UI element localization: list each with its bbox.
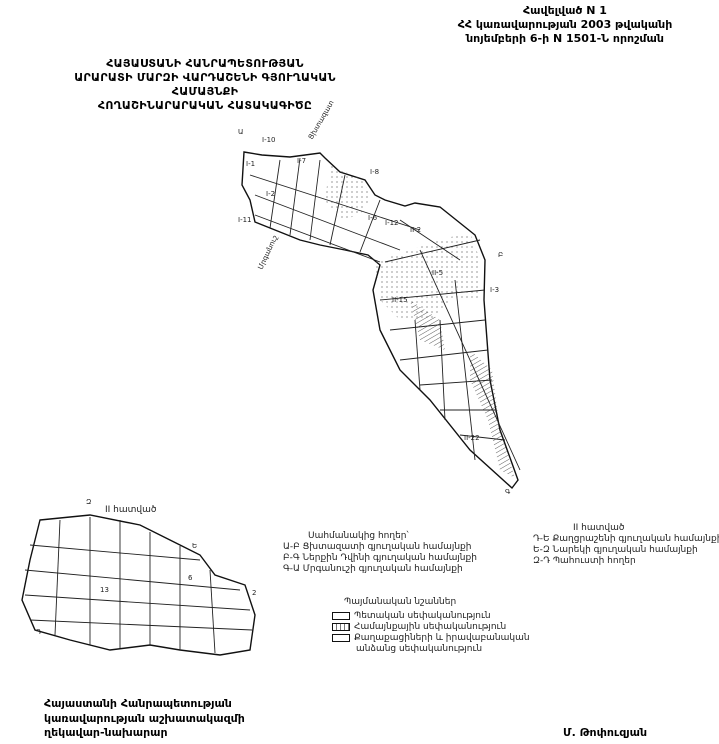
legend-symbol-text: անձանց սեփականություն — [356, 644, 483, 654]
map-label: 6 — [188, 574, 193, 582]
community-property-area — [375, 232, 480, 320]
appendix-header: Հավելված N 1 ՀՀ կառավարության 2003 թվակա… — [420, 4, 710, 46]
section-2-parcels — [24, 517, 253, 654]
map-label: II-15 — [392, 296, 408, 304]
document-title: ՀԱՅԱՍՏԱՆԻ ՀԱՆՐԱՊԵՏՈՒԹՅԱՆ ԱՐԱՐԱՏԻ ՄԱՐԶԻ Վ… — [40, 57, 370, 113]
hatched-area — [410, 300, 445, 350]
community-property-area — [325, 165, 372, 220]
footer-line: ղեկավար-նախարար — [44, 726, 168, 739]
footer-line: կառավարության աշխատակազմի — [44, 711, 245, 725]
map-label: Զ — [86, 498, 91, 506]
map-label: Գ — [505, 488, 511, 496]
section-2-legend: II հատված Դ-Ե Քաղցրաշենի գյուղական համայ… — [533, 523, 719, 567]
legend-item: Գ-Ա Մրգանուշի գյուղական համայնքի — [283, 564, 463, 574]
legend-title: Սահմանակից հողեր՝ — [308, 531, 409, 541]
header-line: նոյեմբերի 6-ի N 1501-Ն որոշման — [466, 32, 664, 45]
footer-line: Հայաստանի Հանրապետության — [44, 697, 232, 710]
legend-item: Զ-Դ Պահուստի հողեր — [533, 556, 636, 566]
legend-item: Ա-Բ Ցխտազատի գյուղական համայնքի — [283, 542, 472, 552]
hatched-area — [470, 350, 515, 478]
map-label: Մրգանուշ — [257, 234, 280, 271]
map-label: I-11 — [238, 216, 252, 224]
map-label: Ցխտազատ — [307, 99, 336, 141]
signatory-name: Մ. Թոփուզյան — [563, 726, 648, 739]
map-label: II-2 — [410, 226, 421, 234]
legend-symbol-community: Համայնքային սեփականություն — [332, 622, 530, 633]
header-line: ՀՀ կառավարության 2003 թվականի — [457, 18, 673, 31]
white-box-icon — [332, 633, 350, 642]
legend-item: Ե-Զ Նարեկի գյուղական համայնքի — [533, 545, 698, 555]
signatory-title: Հայաստանի Հանրապետության կառավարության ա… — [44, 697, 245, 741]
legend-item: Դ-Ե Քաղցրաշենի գյուղական համայնքի — [533, 534, 719, 544]
legend-symbol-state: Պետական սեփականություն — [332, 611, 530, 622]
map-label: I-10 — [262, 136, 276, 144]
map-label: II-5 — [432, 269, 443, 277]
map-label: I-8 — [370, 168, 379, 176]
title-line: ԱՐԱՐԱՏԻ ՄԱՐԶԻ ՎԱՐԴԱՇԵՆԻ ԳՅՈՒՂԱԿԱՆ ՀԱՄԱՅՆ… — [74, 71, 336, 98]
title-line: ՀԱՅԱՍՏԱՆԻ ՀԱՆՐԱՊԵՏՈՒԹՅԱՆ — [106, 57, 304, 70]
map-label: Դ — [36, 628, 42, 636]
map-label: I-7 — [297, 157, 306, 165]
dotted-box-icon — [332, 622, 350, 631]
map-label: I-6 — [368, 214, 378, 222]
header-line: Հավելված N 1 — [523, 4, 607, 17]
section-2-labels: II հատված Զ Ե Դ 13 6 2 — [36, 498, 256, 636]
legend-item: Բ-Գ Ներքին Դվինի գյուղական համայնքի — [283, 553, 477, 563]
map-label: I-1 — [246, 160, 255, 168]
map-label: II-22 — [464, 434, 480, 442]
map-label: I-12 — [385, 219, 399, 227]
legend-title: II հատված — [573, 523, 625, 533]
map-label: 13 — [100, 586, 109, 594]
map-label: I-3 — [490, 286, 499, 294]
map-label: 2 — [252, 589, 256, 597]
map-label: Ե — [192, 542, 197, 550]
legend-symbol-private: Քաղաքացիների և իրավաբանական — [332, 633, 530, 644]
map-label: I-2 — [266, 190, 275, 198]
symbols-legend: Պայմանական նշաններ Պետական սեփականությու… — [332, 597, 530, 655]
map-label: Բ — [498, 251, 503, 259]
legend-title: Պայմանական նշաններ — [344, 597, 457, 607]
section-2-title: II հատված — [105, 505, 157, 515]
parcel-lines — [249, 157, 521, 471]
map-label: Ա — [238, 128, 243, 136]
section-2-outline — [21, 514, 256, 656]
white-box-icon — [332, 611, 350, 620]
title-line: ՀՈՂԱՇԻՆԱՐԱՐԱԿԱՆ ՀԱՏԱԿԱԳԻԾԸ — [97, 99, 313, 112]
adjacent-lands-legend: Սահմանակից հողեր՝ Ա-Բ Ցխտազատի գյուղական… — [283, 531, 477, 575]
